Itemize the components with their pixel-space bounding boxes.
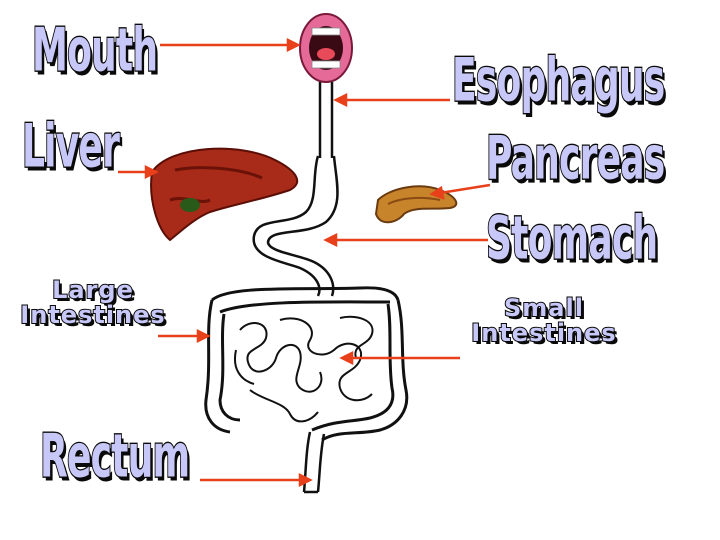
label-rectum: Rectum — [39, 422, 191, 492]
stomach-illustration — [252, 155, 339, 297]
arrow-pancreas — [429, 183, 491, 200]
small-intestine-illustration — [234, 315, 374, 423]
label-large-intestines: Large Intestines — [18, 276, 168, 330]
arrow-small-intestines — [339, 350, 460, 366]
label-pancreas: Pancreas — [485, 124, 666, 194]
arrow-liver — [118, 164, 159, 180]
arrow-stomach — [323, 232, 488, 248]
label-small-intestines-line2: Intestines — [470, 319, 617, 348]
label-mouth: Mouth — [31, 16, 159, 86]
arrow-large-intestines — [158, 328, 211, 344]
large-intestine-illustration — [204, 286, 409, 442]
rectum-illustration — [302, 431, 326, 494]
label-small-intestines-line1: Small — [503, 294, 584, 322]
arrow-esophagus — [333, 92, 450, 108]
label-small-intestines: Small Intestines — [458, 294, 630, 348]
label-large-intestines-line2: Intestines — [19, 301, 166, 330]
label-esophagus: Esophagus — [451, 46, 666, 116]
label-stomach: Stomach — [485, 204, 659, 274]
label-liver: Liver — [21, 112, 121, 182]
mouth-illustration — [299, 13, 353, 83]
esophagus-tube — [318, 82, 334, 158]
label-large-intestines-line1: Large — [51, 276, 134, 304]
arrow-rectum — [200, 472, 313, 488]
arrow-mouth — [160, 37, 301, 53]
liver-illustration — [150, 147, 299, 242]
pointer-arrows — [118, 37, 491, 488]
